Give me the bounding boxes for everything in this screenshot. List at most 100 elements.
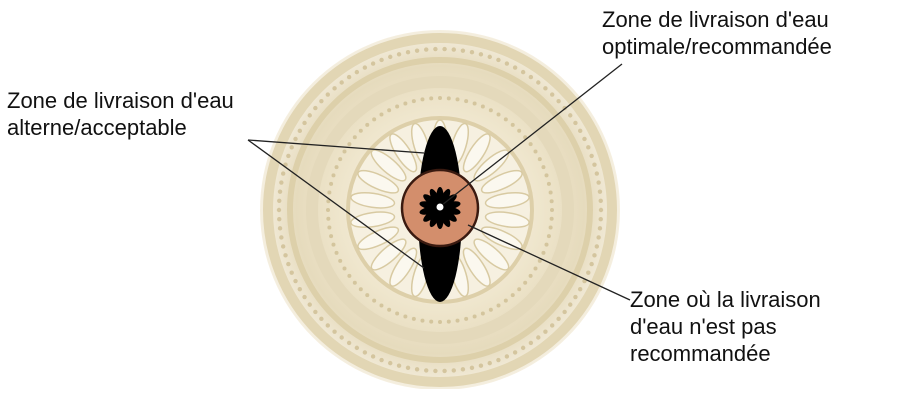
rosette-bead xyxy=(353,281,357,285)
rosette-bead xyxy=(326,323,330,327)
rosette-bead xyxy=(479,364,483,368)
rosette-bead xyxy=(452,368,456,372)
rosette-bead xyxy=(562,310,566,314)
rosette-bead xyxy=(496,58,500,62)
rosette-bead xyxy=(412,99,416,103)
rosette-bead xyxy=(319,317,323,321)
rosette-bead xyxy=(327,190,331,194)
rosette-bead xyxy=(355,346,359,350)
rosette-bead xyxy=(541,251,545,255)
rosette-bead xyxy=(489,108,493,112)
rosette-bead xyxy=(473,101,477,105)
rosette-bead xyxy=(549,190,553,194)
rosette-bead xyxy=(545,243,549,247)
rosette-bead xyxy=(505,61,509,65)
rosette-bead xyxy=(406,366,410,370)
rosette-bead xyxy=(442,369,446,373)
rosette-bead xyxy=(481,311,485,315)
rosette-bead xyxy=(538,157,542,161)
rosette-bead xyxy=(329,234,333,238)
rosette-bead xyxy=(397,52,401,56)
rosette-bead xyxy=(511,293,515,297)
rosette-bead xyxy=(329,182,333,186)
rosette-bead xyxy=(308,113,312,117)
label-alternate-zone: Zone de livraison d'eau alterne/acceptab… xyxy=(7,87,234,141)
rosette-bead xyxy=(387,108,391,112)
rosette-bead xyxy=(595,244,599,248)
label-alternate-line2: alterne/acceptable xyxy=(7,114,234,141)
rosette-bead xyxy=(302,121,306,125)
rosette-bead xyxy=(470,50,474,54)
rosette-bead xyxy=(365,123,369,127)
rosette-bead xyxy=(347,341,351,345)
rosette-bead xyxy=(429,320,433,324)
rosette-bead xyxy=(415,48,419,52)
rosette-bead xyxy=(327,226,331,230)
rosette-bead xyxy=(371,61,375,65)
rosette-bead xyxy=(293,137,297,141)
rosette-bead xyxy=(461,48,465,52)
rosette-bead xyxy=(412,317,416,321)
rosette-bead xyxy=(286,262,290,266)
label-optimal-line2: optimale/recommandée xyxy=(602,33,832,60)
rosette-bead xyxy=(371,354,375,358)
rosette-bead xyxy=(598,189,602,193)
rosette-bead xyxy=(415,367,419,371)
rosette-bead xyxy=(335,165,339,169)
rosette-bead xyxy=(547,182,551,186)
rosette-bead xyxy=(278,226,282,230)
rosette-bead xyxy=(550,92,554,96)
label-alternate-line1: Zone de livraison d'eau xyxy=(7,87,234,114)
rosette-bead xyxy=(429,96,433,100)
rosette-bead xyxy=(470,366,474,370)
rosette-bead xyxy=(464,317,468,321)
rosette-bead xyxy=(277,208,281,212)
label-optimal-line1: Zone de livraison d'eau xyxy=(602,6,832,33)
rosette-bead xyxy=(388,361,392,365)
rosette-bead xyxy=(278,189,282,193)
rosette-bead xyxy=(536,335,540,339)
rosette-bead xyxy=(438,96,442,100)
rosette-bead xyxy=(489,308,493,312)
rosette-bead xyxy=(290,270,294,274)
rosette-bead xyxy=(326,217,330,221)
rosette-bead xyxy=(277,217,281,221)
rosette-bead xyxy=(573,295,577,299)
rosette-bead xyxy=(372,299,376,303)
rosette-bead xyxy=(313,106,317,110)
rosette-bead xyxy=(529,142,533,146)
label-optimal-zone: Zone de livraison d'eau optimale/recomma… xyxy=(602,6,832,60)
label-not-recommended-zone: Zone où la livraison d'eau n'est pas rec… xyxy=(630,286,821,367)
rosette-bead xyxy=(420,97,424,101)
rosette-bead xyxy=(452,47,456,51)
rosette-bead xyxy=(406,50,410,54)
rosette-bead xyxy=(387,308,391,312)
rosette-bead xyxy=(420,319,424,323)
rosette-bead xyxy=(403,101,407,105)
rosette-bead xyxy=(438,320,442,324)
rosette-bead xyxy=(578,129,582,133)
rosette-bead xyxy=(550,208,554,212)
rosette-bead xyxy=(331,173,335,177)
rosette-bead xyxy=(523,281,527,285)
rosette-bead xyxy=(339,335,343,339)
rosette-bead xyxy=(279,235,283,239)
rosette-bead xyxy=(372,117,376,121)
rosette-bead xyxy=(599,217,603,221)
rosette-bead xyxy=(424,47,428,51)
rosette-bead xyxy=(293,279,297,283)
rosette-bead xyxy=(343,267,347,271)
rosette-bead xyxy=(464,99,468,103)
rosette-bead xyxy=(281,171,285,175)
rosette-bead xyxy=(473,315,477,319)
rosette-bead xyxy=(338,157,342,161)
rosette-bead xyxy=(549,226,553,230)
rosette-bead xyxy=(279,180,283,184)
rosette-bead xyxy=(513,65,517,69)
rosette-bead xyxy=(517,287,521,291)
label-not-recommended-line3: recommandée xyxy=(630,340,821,367)
rosette-bead xyxy=(343,149,347,153)
rosette-bead xyxy=(479,52,483,56)
rosette-bead xyxy=(536,80,540,84)
rosette-bead xyxy=(298,287,302,291)
